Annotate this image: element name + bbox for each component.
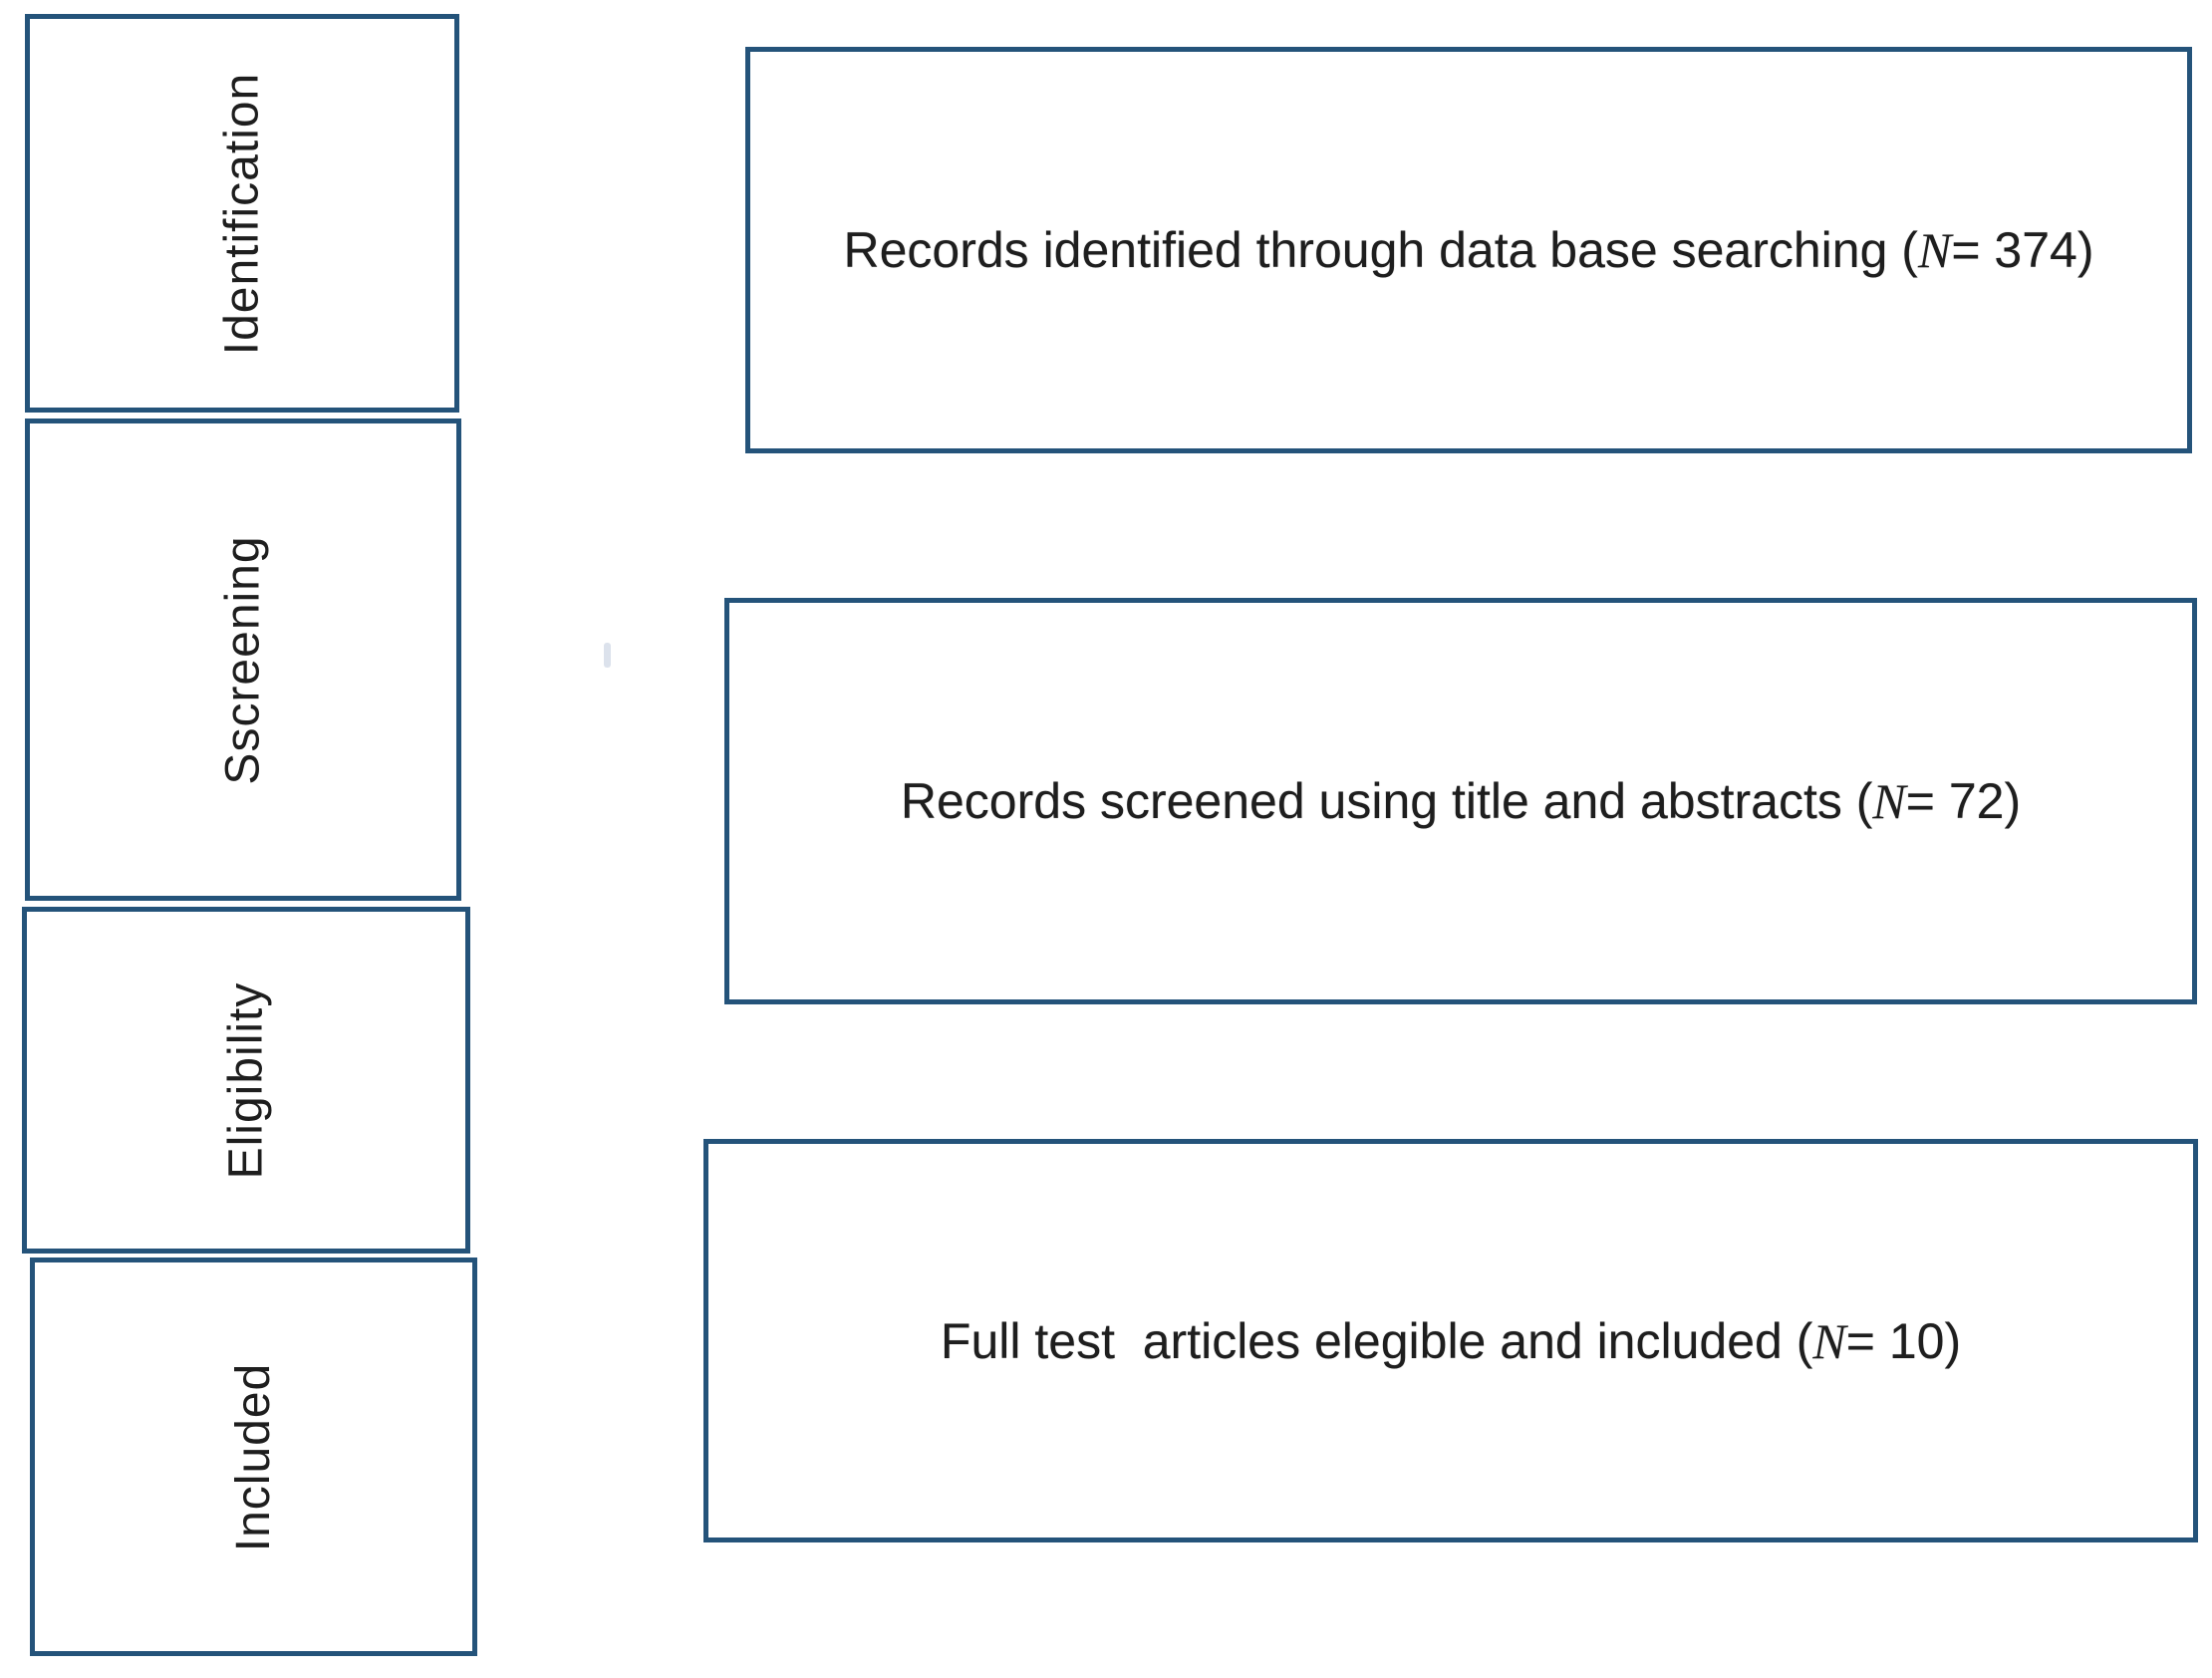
records-identified-pre: Records identified through data base sea… xyxy=(843,222,1918,278)
n-symbol: N xyxy=(1872,773,1906,829)
full-text-included-box: Full test articles elegible and included… xyxy=(703,1139,2198,1542)
records-screened-post: = 72) xyxy=(1905,773,2022,829)
stage-label-included: Included xyxy=(226,1362,280,1551)
stage-label-screening: Sscreening xyxy=(216,534,270,785)
records-identified-text: Records identified through data base sea… xyxy=(820,221,2118,279)
records-identified-post: = 374) xyxy=(1951,222,2094,278)
n-symbol: N xyxy=(1917,222,1952,278)
stage-box-identification: Identification xyxy=(25,14,459,413)
full-text-included-post: = 10) xyxy=(1845,1312,1962,1369)
stage-box-screening: Sscreening xyxy=(25,419,461,901)
stray-tick-mark xyxy=(604,643,611,668)
records-screened-box: Records screened using title and abstrac… xyxy=(724,598,2197,1004)
stage-label-identification: Identification xyxy=(215,72,269,355)
stage-label-eligibility: Eligibility xyxy=(219,981,273,1179)
records-screened-pre: Records screened using title and abstrac… xyxy=(900,773,1873,829)
records-screened-text: Records screened using title and abstrac… xyxy=(877,772,2045,830)
full-text-included-text: Full test articles elegible and included… xyxy=(917,1312,1985,1370)
stage-box-eligibility: Eligibility xyxy=(22,907,470,1254)
n-symbol: N xyxy=(1812,1312,1846,1369)
stage-box-included: Included xyxy=(30,1258,477,1656)
full-text-included-pre: Full test articles elegible and included… xyxy=(940,1312,1813,1369)
records-identified-box: Records identified through data base sea… xyxy=(745,47,2192,453)
